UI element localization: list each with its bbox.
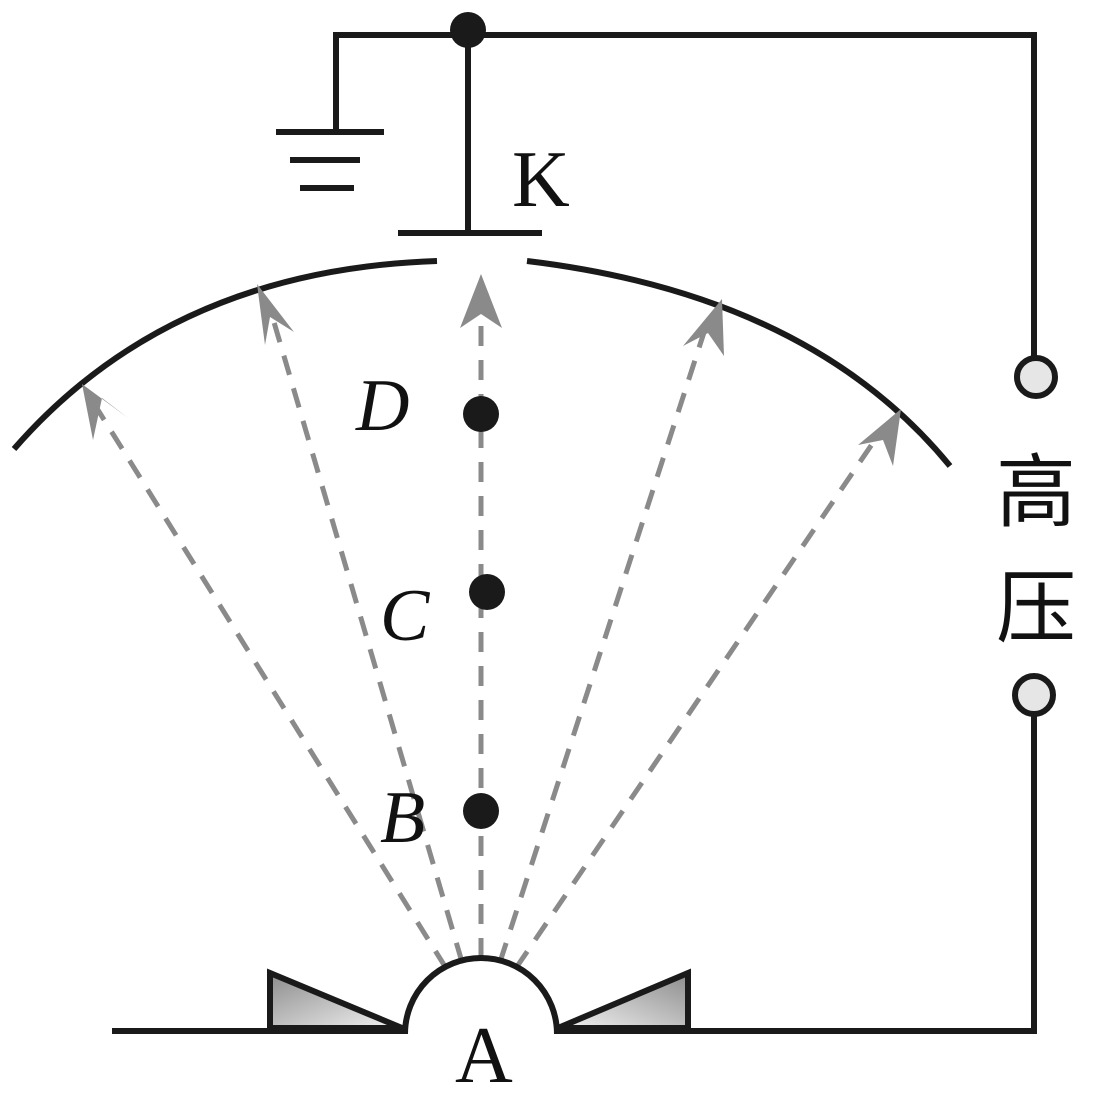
field-line-right (497, 319, 711, 963)
voltage-label-char1: 高 (996, 446, 1076, 539)
field-line-far-left (90, 400, 449, 970)
arrowhead-right (683, 299, 724, 356)
point-d-label: D (355, 365, 409, 447)
point-b-label: B (380, 777, 425, 859)
screen-arc-right (526, 258, 953, 468)
arrowhead-left (257, 284, 294, 345)
field-line-left (268, 311, 465, 963)
junction-dot (450, 12, 486, 48)
ground-icon (276, 129, 384, 191)
anode-label: A (455, 1012, 513, 1093)
arrowhead-far-left (82, 384, 128, 440)
voltage-terminal-bottom (1012, 673, 1056, 717)
arrowhead-far-right (858, 409, 901, 466)
bottom-wire-right (556, 714, 1037, 1034)
cathode-label: K (512, 136, 570, 224)
field-line-far-right (513, 426, 886, 970)
arrowhead-center (460, 274, 502, 328)
point-c (469, 574, 505, 610)
voltage-terminal-top (1014, 355, 1058, 399)
point-b (463, 793, 499, 829)
anode-dome (402, 955, 560, 1035)
point-c-label: C (380, 575, 431, 657)
anode-wedge-right (556, 968, 691, 1031)
voltage-label-char2: 压 (996, 562, 1076, 655)
field-arrowheads (82, 274, 901, 466)
screen-arc-left (11, 258, 438, 451)
point-d (463, 396, 499, 432)
anode-wedge-left (267, 968, 404, 1031)
top-wire (333, 32, 1037, 356)
